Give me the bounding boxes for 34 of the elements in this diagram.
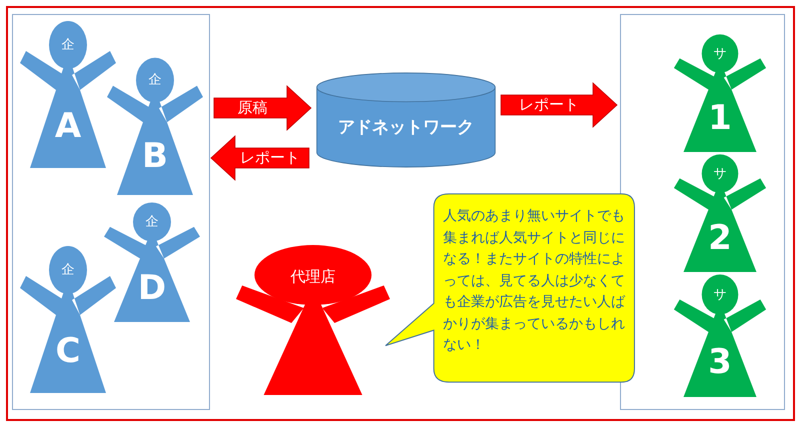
- head-label: サ: [714, 47, 726, 60]
- person-figure: [102, 200, 202, 322]
- head-label: 企: [148, 74, 162, 87]
- figure-letter: 3: [708, 345, 732, 379]
- head-label: 代理店: [290, 269, 336, 284]
- block-arrow: [500, 82, 618, 128]
- node-label: アドネットワーク: [338, 119, 474, 136]
- head-label: 企: [146, 215, 158, 228]
- speech-bubble: [383, 192, 637, 384]
- figure-letter: B: [142, 138, 168, 173]
- head-label: サ: [714, 167, 726, 180]
- head-label: 企: [62, 38, 74, 52]
- head-label: サ: [714, 288, 726, 301]
- figure-letter: D: [138, 270, 166, 305]
- person-figure: [672, 272, 768, 397]
- person-figure: [236, 245, 390, 395]
- edge-label: レポート: [519, 98, 579, 112]
- person-figure: [18, 18, 118, 168]
- block-arrow: [210, 135, 310, 181]
- head-label: 企: [62, 264, 74, 276]
- figure-letter: A: [54, 109, 82, 143]
- person-figure: [105, 55, 205, 195]
- person-figure: [672, 32, 768, 152]
- block-arrow: [214, 85, 312, 131]
- figure-letter: 1: [708, 101, 732, 136]
- edge-label: レポート: [240, 150, 300, 166]
- person-figure: [672, 152, 768, 272]
- bubble-text: 人気のあまり無いサイトでも集まれば人気サイトと同じになる！またサイトの特性によっては、見てる人は少なくても企業が広告を見せたい人ばかりが集まっているかもしれない！: [443, 207, 626, 355]
- panel: [12, 14, 210, 410]
- edge-label: 原稿: [238, 100, 268, 116]
- figure-letter: C: [56, 334, 80, 368]
- figure-letter: 2: [708, 221, 732, 256]
- database-cylinder: [315, 72, 497, 168]
- person-figure: [18, 243, 118, 393]
